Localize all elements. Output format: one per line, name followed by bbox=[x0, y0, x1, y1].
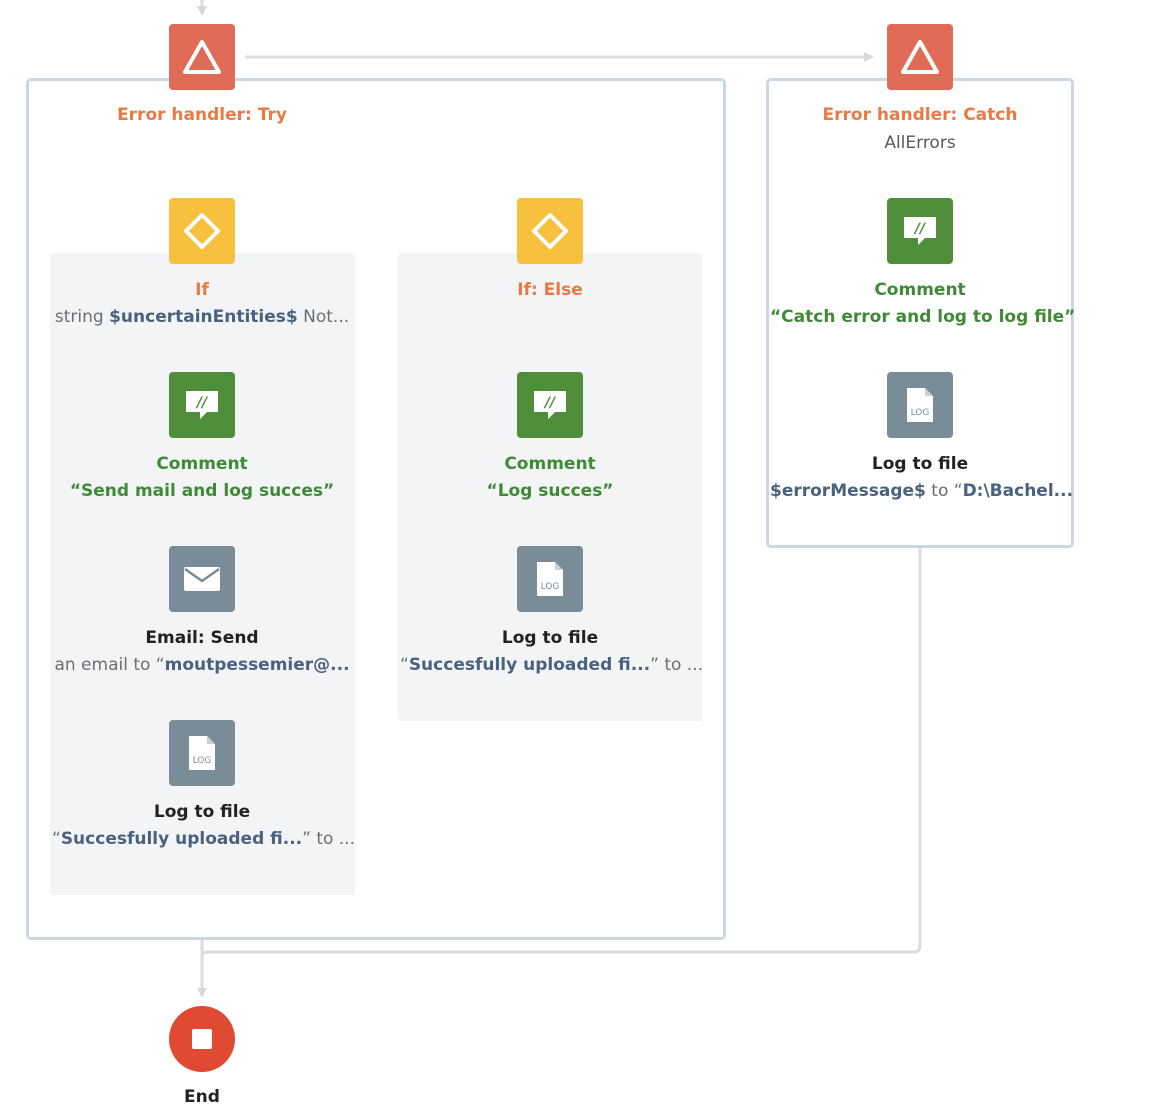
catch-comment-text: “Catch error and log to log file” bbox=[770, 307, 1076, 327]
svg-text:LOG: LOG bbox=[911, 408, 930, 418]
end-label: End bbox=[184, 1087, 220, 1107]
if-node[interactable] bbox=[169, 198, 235, 264]
catch-log-mid: to “ bbox=[925, 481, 963, 501]
catch-log-variable: $errorMessage$ bbox=[770, 481, 926, 501]
catch-error-type: AllErrors bbox=[884, 133, 956, 153]
else-log-value: Succesfully uploaded fi... bbox=[408, 655, 651, 675]
if-condition: string $uncertainEntities$ Not... bbox=[52, 306, 352, 328]
if-log-value: Succesfully uploaded fi... bbox=[60, 829, 303, 849]
email-send-label: Email: Send bbox=[145, 628, 259, 648]
catch-log-label: Log to file bbox=[871, 454, 969, 474]
catch-error-handler-node[interactable] bbox=[887, 24, 953, 90]
warning-triangle-icon bbox=[183, 40, 221, 74]
log-file-icon: LOG bbox=[189, 736, 215, 770]
end-node[interactable] bbox=[169, 1006, 235, 1072]
else-log-quote: “ bbox=[400, 655, 409, 675]
email-send-node[interactable] bbox=[169, 546, 235, 612]
else-label: If: Else bbox=[517, 280, 583, 300]
log-file-icon: LOG bbox=[907, 388, 933, 422]
if-label: If bbox=[195, 280, 209, 300]
email-prefix: an email to “ bbox=[54, 655, 165, 675]
if-condition-suffix: Not... bbox=[297, 307, 350, 327]
svg-text:LOG: LOG bbox=[193, 756, 212, 766]
email-recipient: moutpessemier@... bbox=[164, 655, 350, 675]
comment-icon: // bbox=[904, 217, 936, 245]
svg-text://: // bbox=[195, 395, 209, 411]
else-comment-text: “Log succes” bbox=[486, 481, 614, 501]
comment-icon: // bbox=[186, 391, 218, 419]
if-condition-prefix: string bbox=[54, 307, 110, 327]
envelope-icon bbox=[184, 567, 220, 591]
if-log-node[interactable]: LOG bbox=[169, 720, 235, 786]
if-comment-label: Comment bbox=[156, 454, 248, 474]
log-file-icon: LOG bbox=[537, 562, 563, 596]
catch-comment-node[interactable]: // bbox=[887, 198, 953, 264]
else-node[interactable] bbox=[517, 198, 583, 264]
diamond-icon bbox=[532, 213, 568, 249]
if-condition-variable: $uncertainEntities$ bbox=[109, 307, 298, 327]
email-send-details: an email to “moutpessemier@... bbox=[52, 654, 352, 676]
else-branch-box bbox=[398, 253, 703, 721]
else-comment-node[interactable]: // bbox=[517, 372, 583, 438]
svg-text://: // bbox=[913, 221, 927, 237]
comment-icon: // bbox=[534, 391, 566, 419]
diamond-icon bbox=[184, 213, 220, 249]
catch-comment-label: Comment bbox=[874, 280, 966, 300]
catch-log-node[interactable]: LOG bbox=[887, 372, 953, 438]
catch-label: Error handler: Catch bbox=[822, 105, 1018, 125]
stop-icon bbox=[192, 1029, 212, 1049]
svg-text://: // bbox=[543, 395, 557, 411]
try-error-handler-node[interactable] bbox=[169, 24, 235, 90]
if-comment-node[interactable]: // bbox=[169, 372, 235, 438]
if-comment-text: “Send mail and log succes” bbox=[69, 481, 335, 501]
svg-text:LOG: LOG bbox=[541, 582, 560, 592]
else-log-suffix: ” to ... bbox=[650, 655, 704, 675]
else-log-label: Log to file bbox=[501, 628, 599, 648]
catch-log-path: D:\Bachel... bbox=[962, 481, 1074, 501]
else-log-node[interactable]: LOG bbox=[517, 546, 583, 612]
if-log-suffix: ” to ... bbox=[302, 829, 356, 849]
else-comment-label: Comment bbox=[504, 454, 596, 474]
warning-triangle-icon bbox=[901, 40, 939, 74]
catch-log-details: $errorMessage$ to “D:\Bachel... bbox=[770, 480, 1074, 502]
else-log-details: “Succesfully uploaded fi...” to ... bbox=[400, 654, 704, 676]
if-log-details: “Succesfully uploaded fi...” to ... bbox=[52, 828, 356, 850]
try-label: Error handler: Try bbox=[117, 105, 287, 125]
if-log-label: Log to file bbox=[153, 802, 251, 822]
if-log-quote: “ bbox=[52, 829, 61, 849]
